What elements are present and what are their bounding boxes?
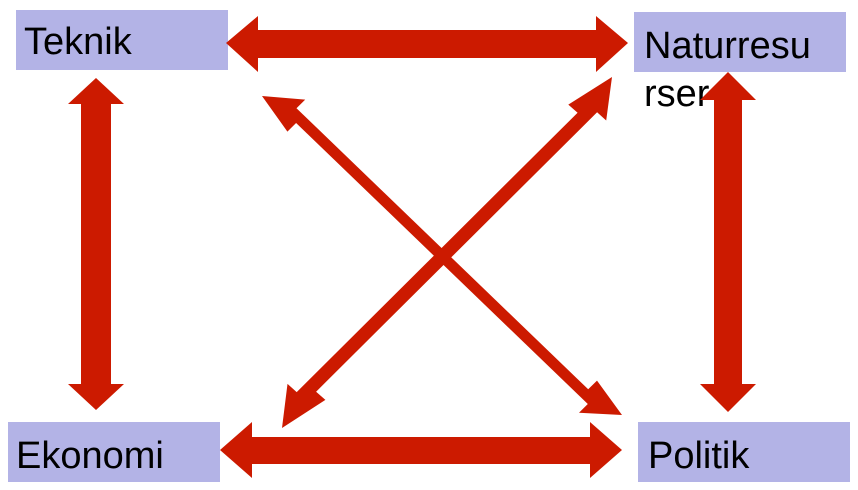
node-teknik-label: Teknik [24,21,132,63]
node-teknik-box [16,10,228,70]
node-politik-label: Politik [648,435,750,477]
arrow-ekonomi-politik [220,422,622,478]
arrow-ekonomi-naturresurser [282,77,612,428]
node-ekonomi-box [8,422,220,482]
arrow-teknik-ekonomi [68,78,124,410]
arrow-teknik-naturresurser [226,16,628,72]
node-naturresurser-label-line1: Naturresu [644,25,811,67]
node-politik-box [638,422,850,482]
node-naturresurser-label-line2: rser [644,73,710,115]
arrow-naturresurser-politik [700,72,756,412]
node-ekonomi-label: Ekonomi [16,435,164,477]
node-naturresurser-box [634,12,846,72]
